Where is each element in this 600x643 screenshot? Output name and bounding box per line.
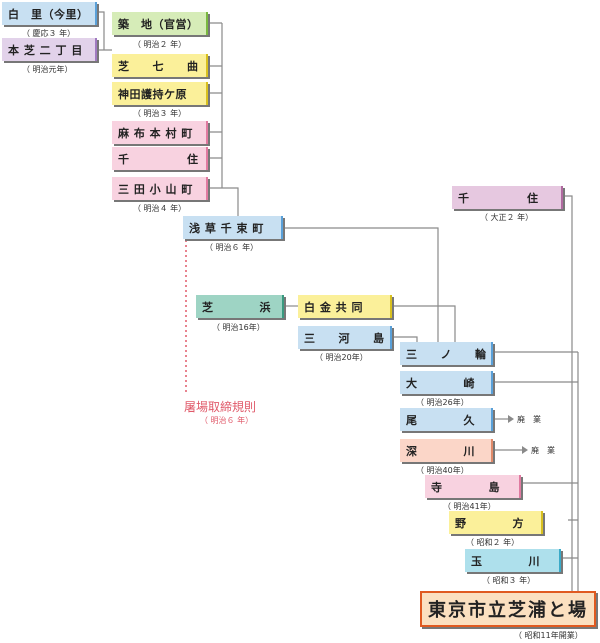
connector-senju-late — [563, 195, 573, 592]
node-senju-early: 千 住 — [112, 147, 208, 170]
sub-terajima: （ 明治41年） — [443, 502, 496, 511]
rule-sub: （ 明治６ 年） — [200, 416, 254, 425]
arrow-fukagawa — [522, 446, 528, 454]
rule-label: 屠場取締規則 — [184, 400, 257, 414]
sub-fukagawa: （ 明治40年） — [416, 466, 469, 475]
node-fukagawa: 深 川 — [400, 439, 493, 462]
node-tamagawa: 玉 川 — [465, 549, 561, 572]
connector-mita — [208, 158, 239, 224]
sub-shibaura: （ 昭和11年開業） — [514, 631, 583, 640]
node-nokata: 野 方 — [449, 511, 543, 534]
node-azabu: 麻 布 本 村 町 — [112, 121, 208, 144]
sub-senju-late: （ 大正２ 年） — [480, 213, 534, 222]
node-mita: 三 田 小 山 町 — [112, 177, 208, 200]
sub-mikawashima: （ 明治20年） — [315, 353, 368, 362]
sub-mita: （ 明治４ 年） — [133, 204, 187, 213]
node-shibaura: 東京市立芝浦と場 — [420, 591, 596, 627]
node-tsukiji: 築 地（官営） — [112, 12, 208, 35]
connector-right-trunk — [493, 351, 578, 559]
node-senju-late: 千 住 — [452, 186, 563, 209]
sub-nokata: （ 昭和２ 年） — [466, 538, 520, 547]
node-mikawashima: 三 河 島 — [298, 326, 392, 349]
arrow-oku — [508, 415, 514, 423]
sub-shiba-nichome: （ 明治元年） — [22, 65, 73, 74]
sub-tsukiji: （ 明治２ 年） — [133, 40, 187, 49]
node-osaki: 大 崎 — [400, 371, 493, 394]
node-shibahama: 芝 浜 — [196, 295, 284, 318]
connector-tsukiji — [208, 22, 223, 159]
sub-asakusa: （ 明治６ 年） — [205, 243, 259, 252]
node-shirokane: 白 金 共 同 — [298, 295, 392, 318]
sub-tamagawa: （ 昭和３ 年） — [482, 576, 536, 585]
ending-oku: 廃 業 — [517, 415, 541, 424]
node-minowa: 三 ノ 輪 — [400, 342, 493, 365]
connector-shirosato — [97, 11, 112, 51]
node-terajima: 寺 島 — [425, 475, 521, 498]
node-kanda: 神田護持ケ原 — [112, 82, 208, 105]
sub-osaki: （ 明治26年） — [416, 398, 469, 407]
node-asakusa: 浅 草 千 束 町 — [183, 216, 283, 239]
node-oku: 尾 久 — [400, 408, 493, 431]
connector-mikawashima — [392, 336, 418, 343]
ending-fukagawa: 廃 業 — [531, 446, 555, 455]
sub-shirosato: （ 慶応３ 年） — [22, 29, 76, 38]
node-shiba-nichome: 本 芝 二 丁 目 — [2, 38, 97, 61]
sub-shibahama: （ 明治16年） — [212, 323, 265, 332]
node-shirosato: 白 里（今里） — [2, 2, 97, 25]
connector-asakusa — [283, 227, 439, 352]
connector-shirokane — [392, 305, 456, 343]
node-shiba-nanamagari: 芝 七 曲 — [112, 54, 208, 77]
sub-kanda: （ 明治３ 年） — [133, 109, 187, 118]
